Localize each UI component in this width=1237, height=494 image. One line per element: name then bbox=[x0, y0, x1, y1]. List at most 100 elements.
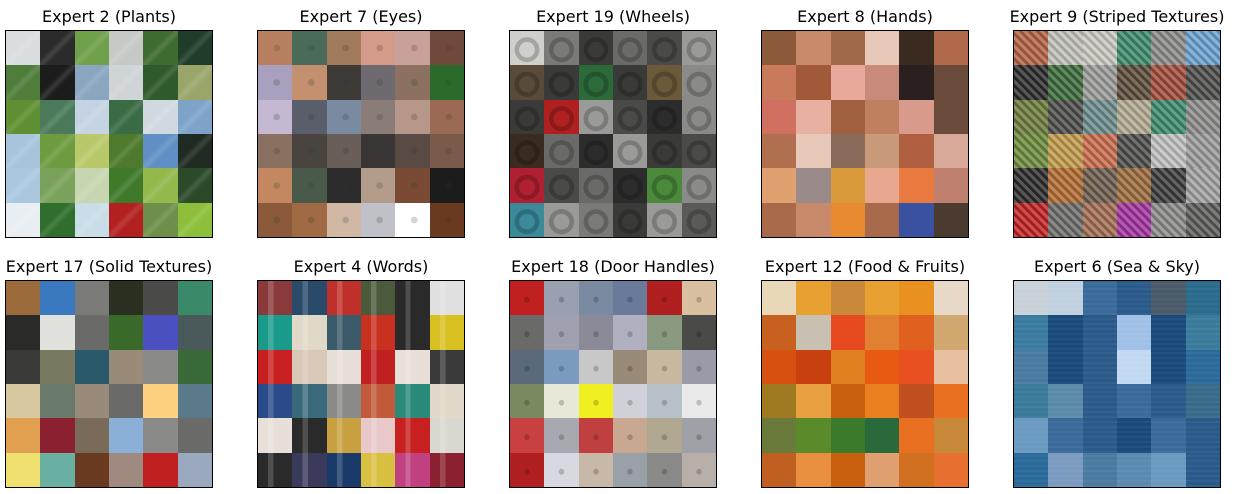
image-tile bbox=[258, 168, 293, 203]
image-tile bbox=[258, 383, 293, 419]
image-tile bbox=[762, 281, 797, 316]
image-tile bbox=[292, 133, 327, 169]
panel-expert-4-words: Expert 4 (Words) bbox=[257, 254, 465, 494]
image-tile bbox=[1116, 315, 1152, 350]
image-tile bbox=[326, 383, 361, 419]
image-tile bbox=[510, 418, 545, 453]
image-tile bbox=[40, 202, 75, 237]
image-tile bbox=[1048, 349, 1083, 384]
image-tile bbox=[395, 168, 430, 203]
image-tile bbox=[899, 99, 934, 134]
image-tile bbox=[429, 65, 464, 100]
image-tile bbox=[544, 349, 579, 384]
image-tile bbox=[395, 315, 430, 350]
image-tile bbox=[429, 383, 464, 419]
image-tile bbox=[796, 168, 831, 203]
image-tile bbox=[578, 315, 613, 350]
image-tile bbox=[544, 202, 579, 237]
image-tile bbox=[681, 133, 716, 169]
image-tile bbox=[326, 349, 361, 384]
image-tile bbox=[360, 281, 396, 316]
image-tile bbox=[578, 168, 613, 203]
image-tile bbox=[1014, 452, 1049, 487]
image-tile bbox=[933, 383, 968, 419]
image-tile bbox=[1082, 31, 1117, 66]
panel-title: Expert 2 (Plants) bbox=[42, 7, 176, 26]
image-tile bbox=[292, 452, 327, 487]
image-grid bbox=[509, 30, 717, 238]
image-tile bbox=[429, 315, 464, 350]
image-tile bbox=[143, 281, 178, 316]
image-tile bbox=[1082, 281, 1117, 316]
image-tile bbox=[612, 452, 648, 487]
image-tile bbox=[578, 281, 613, 316]
image-tile bbox=[1014, 133, 1049, 169]
image-tile bbox=[6, 281, 41, 316]
panel-expert-12-food-fruits: Expert 12 (Food & Fruits) bbox=[761, 254, 969, 494]
image-tile bbox=[40, 383, 75, 419]
image-tile bbox=[1014, 31, 1049, 66]
image-tile bbox=[899, 452, 934, 487]
image-tile bbox=[395, 281, 430, 316]
image-tile bbox=[1048, 452, 1083, 487]
image-tile bbox=[1082, 383, 1117, 419]
image-tile bbox=[647, 349, 682, 384]
image-tile bbox=[326, 99, 361, 134]
image-tile bbox=[429, 452, 464, 487]
image-tile bbox=[647, 168, 682, 203]
image-tile bbox=[108, 383, 144, 419]
image-tile bbox=[1048, 168, 1083, 203]
image-tile bbox=[762, 168, 797, 203]
image-tile bbox=[6, 452, 41, 487]
image-tile bbox=[1151, 452, 1186, 487]
image-tile bbox=[612, 31, 648, 66]
image-tile bbox=[933, 418, 968, 453]
image-tile bbox=[864, 31, 900, 66]
image-tile bbox=[292, 31, 327, 66]
image-tile bbox=[578, 202, 613, 237]
image-tile bbox=[1048, 383, 1083, 419]
image-tile bbox=[681, 418, 716, 453]
panel-title: Expert 19 (Wheels) bbox=[536, 7, 690, 26]
image-tile bbox=[510, 383, 545, 419]
image-tile bbox=[429, 133, 464, 169]
image-tile bbox=[544, 418, 579, 453]
image-tile bbox=[681, 315, 716, 350]
image-tile bbox=[292, 349, 327, 384]
image-tile bbox=[108, 349, 144, 384]
image-tile bbox=[612, 349, 648, 384]
image-tile bbox=[292, 281, 327, 316]
image-tile bbox=[143, 65, 178, 100]
image-tile bbox=[899, 31, 934, 66]
image-tile bbox=[544, 281, 579, 316]
image-tile bbox=[544, 99, 579, 134]
image-tile bbox=[360, 202, 396, 237]
image-tile bbox=[395, 65, 430, 100]
image-tile bbox=[6, 99, 41, 134]
image-tile bbox=[796, 452, 831, 487]
image-tile bbox=[292, 383, 327, 419]
image-tile bbox=[762, 452, 797, 487]
image-tile bbox=[6, 65, 41, 100]
image-tile bbox=[74, 168, 109, 203]
image-tile bbox=[1151, 133, 1186, 169]
image-tile bbox=[830, 349, 865, 384]
image-tile bbox=[108, 99, 144, 134]
panel-title: Expert 17 (Solid Textures) bbox=[5, 257, 213, 276]
image-tile bbox=[395, 383, 430, 419]
image-tile bbox=[544, 168, 579, 203]
image-tile bbox=[74, 452, 109, 487]
image-tile bbox=[796, 65, 831, 100]
image-tile bbox=[830, 202, 865, 237]
image-tile bbox=[796, 315, 831, 350]
image-tile bbox=[1014, 349, 1049, 384]
image-tile bbox=[395, 202, 430, 237]
image-tile bbox=[544, 65, 579, 100]
image-tile bbox=[1185, 202, 1220, 237]
image-tile bbox=[326, 133, 361, 169]
image-tile bbox=[578, 452, 613, 487]
image-tile bbox=[74, 315, 109, 350]
image-grid bbox=[257, 30, 465, 238]
panel-expert-8-hands: Expert 8 (Hands) bbox=[761, 4, 969, 244]
image-tile bbox=[899, 168, 934, 203]
